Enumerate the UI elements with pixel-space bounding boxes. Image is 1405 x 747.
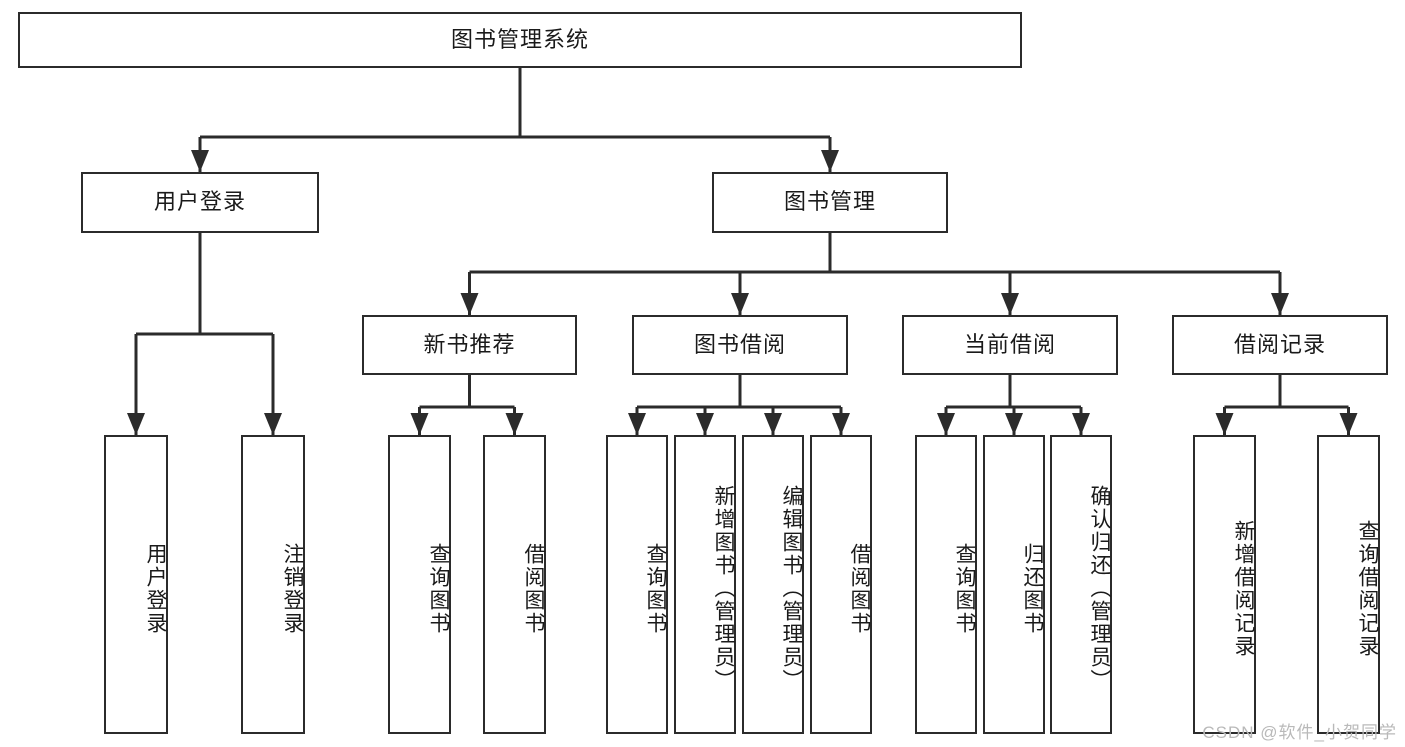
node-leaf-query-borrow-record[interactable]: 查询借阅记录 [1317, 435, 1380, 734]
arrowhead-leaf-query-borrow-record [1339, 413, 1358, 435]
arrowhead-book-management [821, 150, 839, 172]
node-label: 查询图书 [427, 542, 450, 635]
node-new-book-recommend[interactable]: 新书推荐 [362, 315, 577, 375]
node-label: 查询图书 [644, 542, 667, 635]
node-label: 确认归还（管理员） [1088, 485, 1111, 692]
node-book-management[interactable]: 图书管理 [712, 172, 948, 233]
node-label: 图书借阅 [693, 331, 786, 357]
node-leaf-add-book-admin[interactable]: 新增图书（管理员） [674, 435, 736, 734]
node-label: 借阅记录 [1233, 331, 1326, 357]
node-label: 新增借阅记录 [1232, 519, 1255, 658]
node-label: 查询图书 [953, 542, 976, 635]
node-label: 图书管理系统 [450, 26, 589, 52]
node-label: 编辑图书（管理员） [780, 485, 803, 692]
arrowhead-leaf-return-book [1005, 413, 1023, 435]
node-label: 当前借阅 [963, 331, 1056, 357]
node-label: 归还图书 [1021, 542, 1044, 635]
node-label: 借阅图书 [848, 542, 871, 635]
arrowhead-book-borrow [731, 293, 749, 315]
node-leaf-query-book-recommend[interactable]: 查询图书 [388, 435, 451, 734]
node-label: 查询借阅记录 [1356, 519, 1379, 658]
node-current-borrow[interactable]: 当前借阅 [902, 315, 1118, 375]
arrowhead-current-borrow [1001, 293, 1019, 315]
arrowhead-leaf-confirm-return-admin [1072, 413, 1090, 435]
node-book-borrow[interactable]: 图书借阅 [632, 315, 848, 375]
node-leaf-query-book-current[interactable]: 查询图书 [915, 435, 977, 734]
node-leaf-query-book-borrow[interactable]: 查询图书 [606, 435, 668, 734]
node-leaf-logout[interactable]: 注销登录 [241, 435, 305, 734]
arrowhead-leaf-query-book-borrow [628, 413, 646, 435]
arrowhead-leaf-user-login [127, 413, 145, 435]
node-root[interactable]: 图书管理系统 [18, 12, 1022, 68]
node-user-login[interactable]: 用户登录 [81, 172, 319, 233]
arrowhead-borrow-record [1271, 293, 1289, 315]
node-label: 新书推荐 [423, 331, 516, 357]
arrowhead-new-book-recommend [460, 293, 479, 315]
node-label: 新增图书（管理员） [712, 485, 735, 692]
node-borrow-record[interactable]: 借阅记录 [1172, 315, 1388, 375]
arrowhead-leaf-borrow-book-recommend [505, 413, 524, 435]
arrowhead-user-login [191, 150, 209, 172]
node-label: 用户登录 [153, 189, 246, 215]
node-leaf-edit-book-admin[interactable]: 编辑图书（管理员） [742, 435, 804, 734]
arrowhead-leaf-query-book-recommend [410, 413, 429, 435]
node-leaf-user-login[interactable]: 用户登录 [104, 435, 168, 734]
arrowhead-leaf-edit-book-admin [764, 413, 782, 435]
arrowhead-leaf-query-book-current [937, 413, 955, 435]
arrowhead-leaf-logout [264, 413, 282, 435]
node-leaf-return-book[interactable]: 归还图书 [983, 435, 1045, 734]
node-label: 用户登录 [144, 542, 167, 635]
arrowhead-leaf-borrow-book [832, 413, 850, 435]
node-leaf-borrow-book[interactable]: 借阅图书 [810, 435, 872, 734]
node-leaf-confirm-return-admin[interactable]: 确认归还（管理员） [1050, 435, 1112, 734]
arrowhead-leaf-add-book-admin [696, 413, 714, 435]
node-label: 注销登录 [281, 542, 304, 635]
arrowhead-leaf-add-borrow-record [1215, 413, 1234, 435]
node-label: 借阅图书 [522, 542, 545, 635]
node-leaf-add-borrow-record[interactable]: 新增借阅记录 [1193, 435, 1256, 734]
node-label: 图书管理 [783, 189, 876, 215]
node-leaf-borrow-book-recommend[interactable]: 借阅图书 [483, 435, 546, 734]
